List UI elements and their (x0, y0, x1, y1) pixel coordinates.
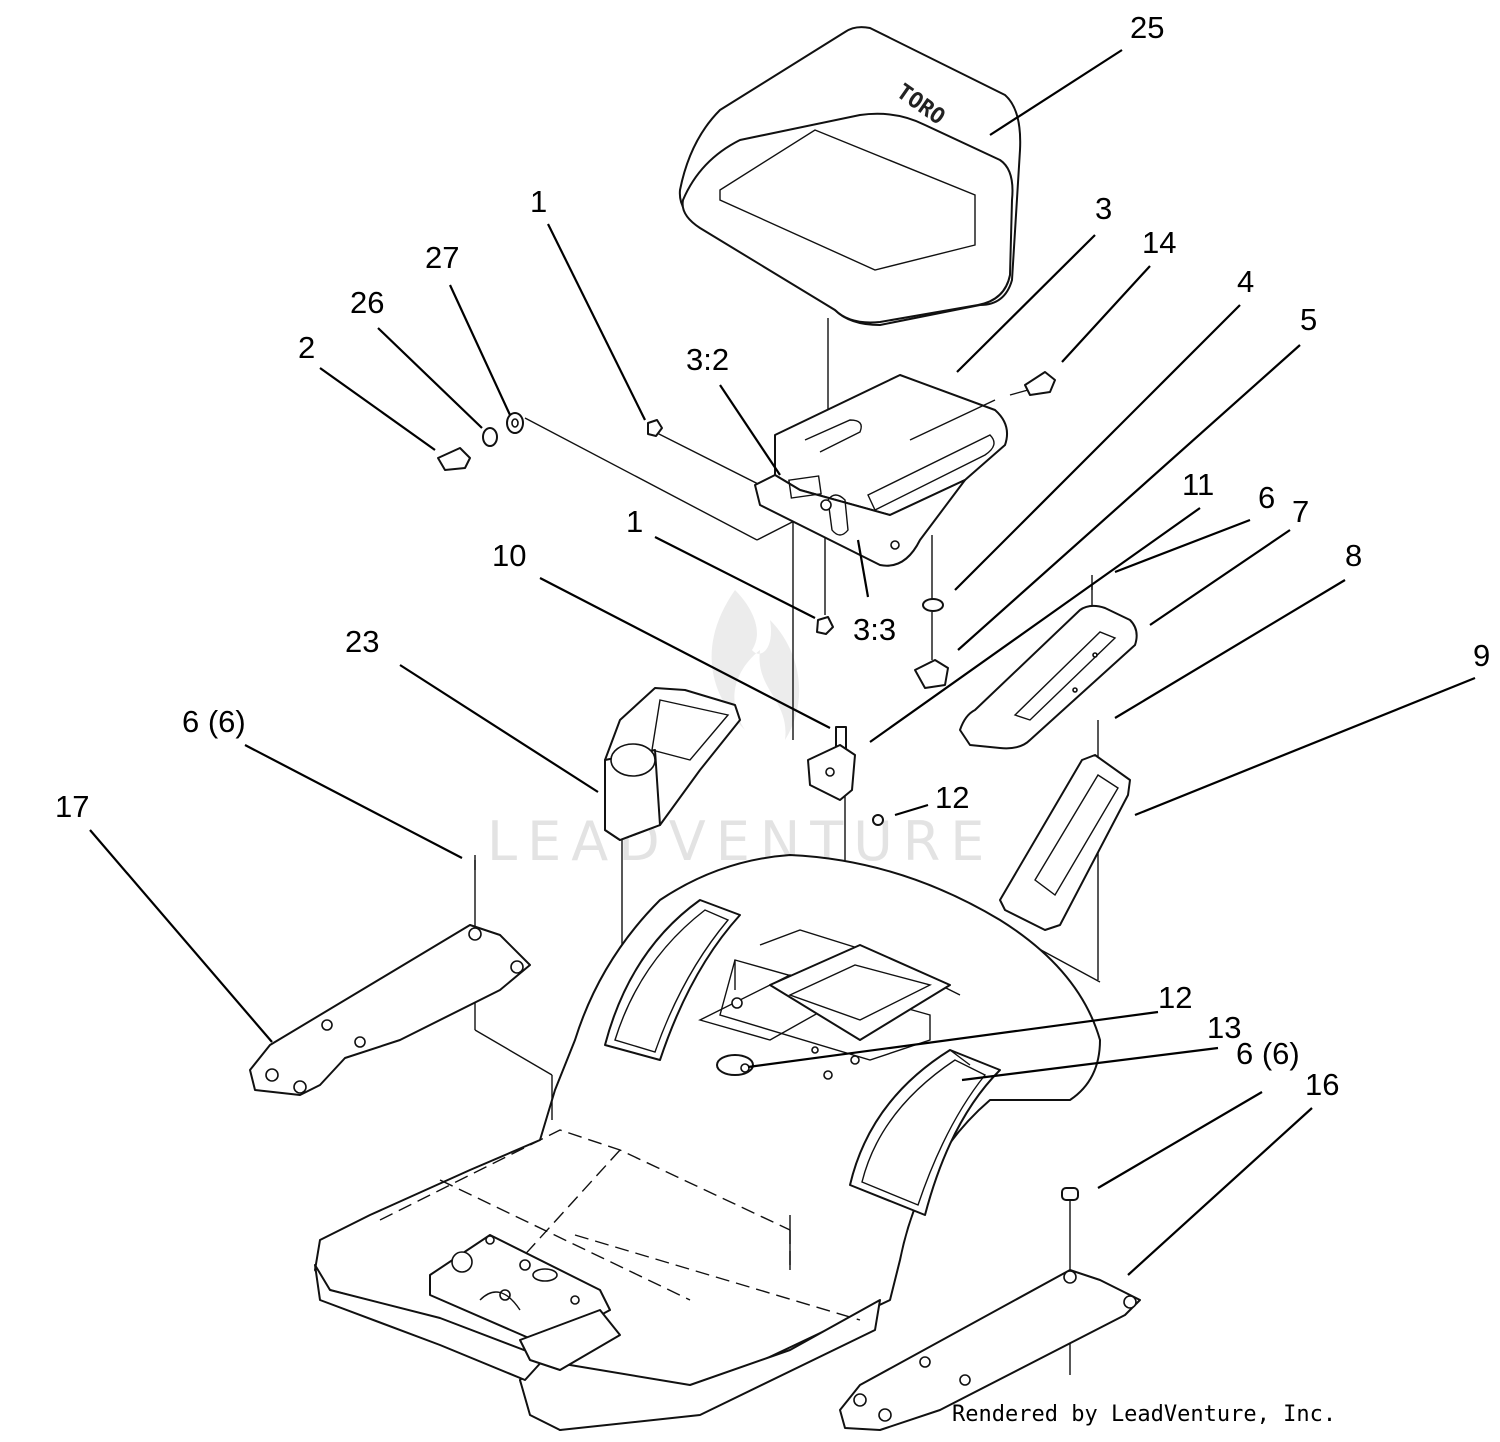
callout-3: 3 (1095, 191, 1112, 226)
shift-gate-plate (959, 604, 1138, 750)
callout-11: 11 (1182, 467, 1214, 502)
callout-25: 25 (1130, 10, 1164, 45)
console-cup-holder (604, 687, 741, 841)
callout-16: 16 (1305, 1067, 1339, 1102)
render-credit: Rendered by LeadVenture, Inc. (952, 1402, 1337, 1427)
callout-27: 27 (425, 240, 459, 275)
callout-17: 17 (55, 789, 89, 824)
callout-leader-lines (89, 49, 1476, 1276)
callout-1-lower: 1 (626, 504, 643, 539)
callout-23: 23 (345, 624, 379, 659)
callout-14: 14 (1142, 225, 1176, 260)
callout-2: 2 (298, 330, 315, 365)
left-floor-mat (249, 924, 531, 1096)
seat-pan-bracket (754, 374, 1008, 567)
fender-body-pan (314, 854, 1101, 1431)
callout-6-top: 6 (1258, 480, 1275, 515)
callout-13: 13 (1207, 1010, 1241, 1045)
callout-8: 8 (1345, 538, 1362, 573)
callout-12-upper: 12 (935, 780, 969, 815)
callout-6-6-right: 6 (6) (1236, 1036, 1300, 1071)
watermark-text: LEADVENTURE (487, 810, 994, 873)
callout-3-3: 3:3 (853, 612, 896, 647)
hardware-parts (437, 371, 1093, 1201)
callout-1-upper: 1 (530, 184, 547, 219)
seat-part: TORO (678, 26, 1022, 326)
callout-labels: 25 3 14 4 5 11 6 7 8 9 1 1 27 26 2 3:2 3… (55, 10, 1490, 1102)
callout-4: 4 (1237, 264, 1254, 299)
callout-10: 10 (492, 538, 526, 573)
right-floor-mat (839, 1269, 1141, 1431)
callout-5: 5 (1300, 302, 1317, 337)
callout-26: 26 (350, 285, 384, 320)
shift-quadrant (999, 754, 1131, 931)
callout-6-6-left: 6 (6) (182, 704, 246, 739)
callout-3-2: 3:2 (686, 342, 729, 377)
callout-7: 7 (1292, 494, 1309, 529)
callout-9: 9 (1473, 638, 1490, 673)
leadventure-watermark: LEADVENTURE (487, 590, 994, 873)
callout-12-lower: 12 (1158, 980, 1192, 1015)
